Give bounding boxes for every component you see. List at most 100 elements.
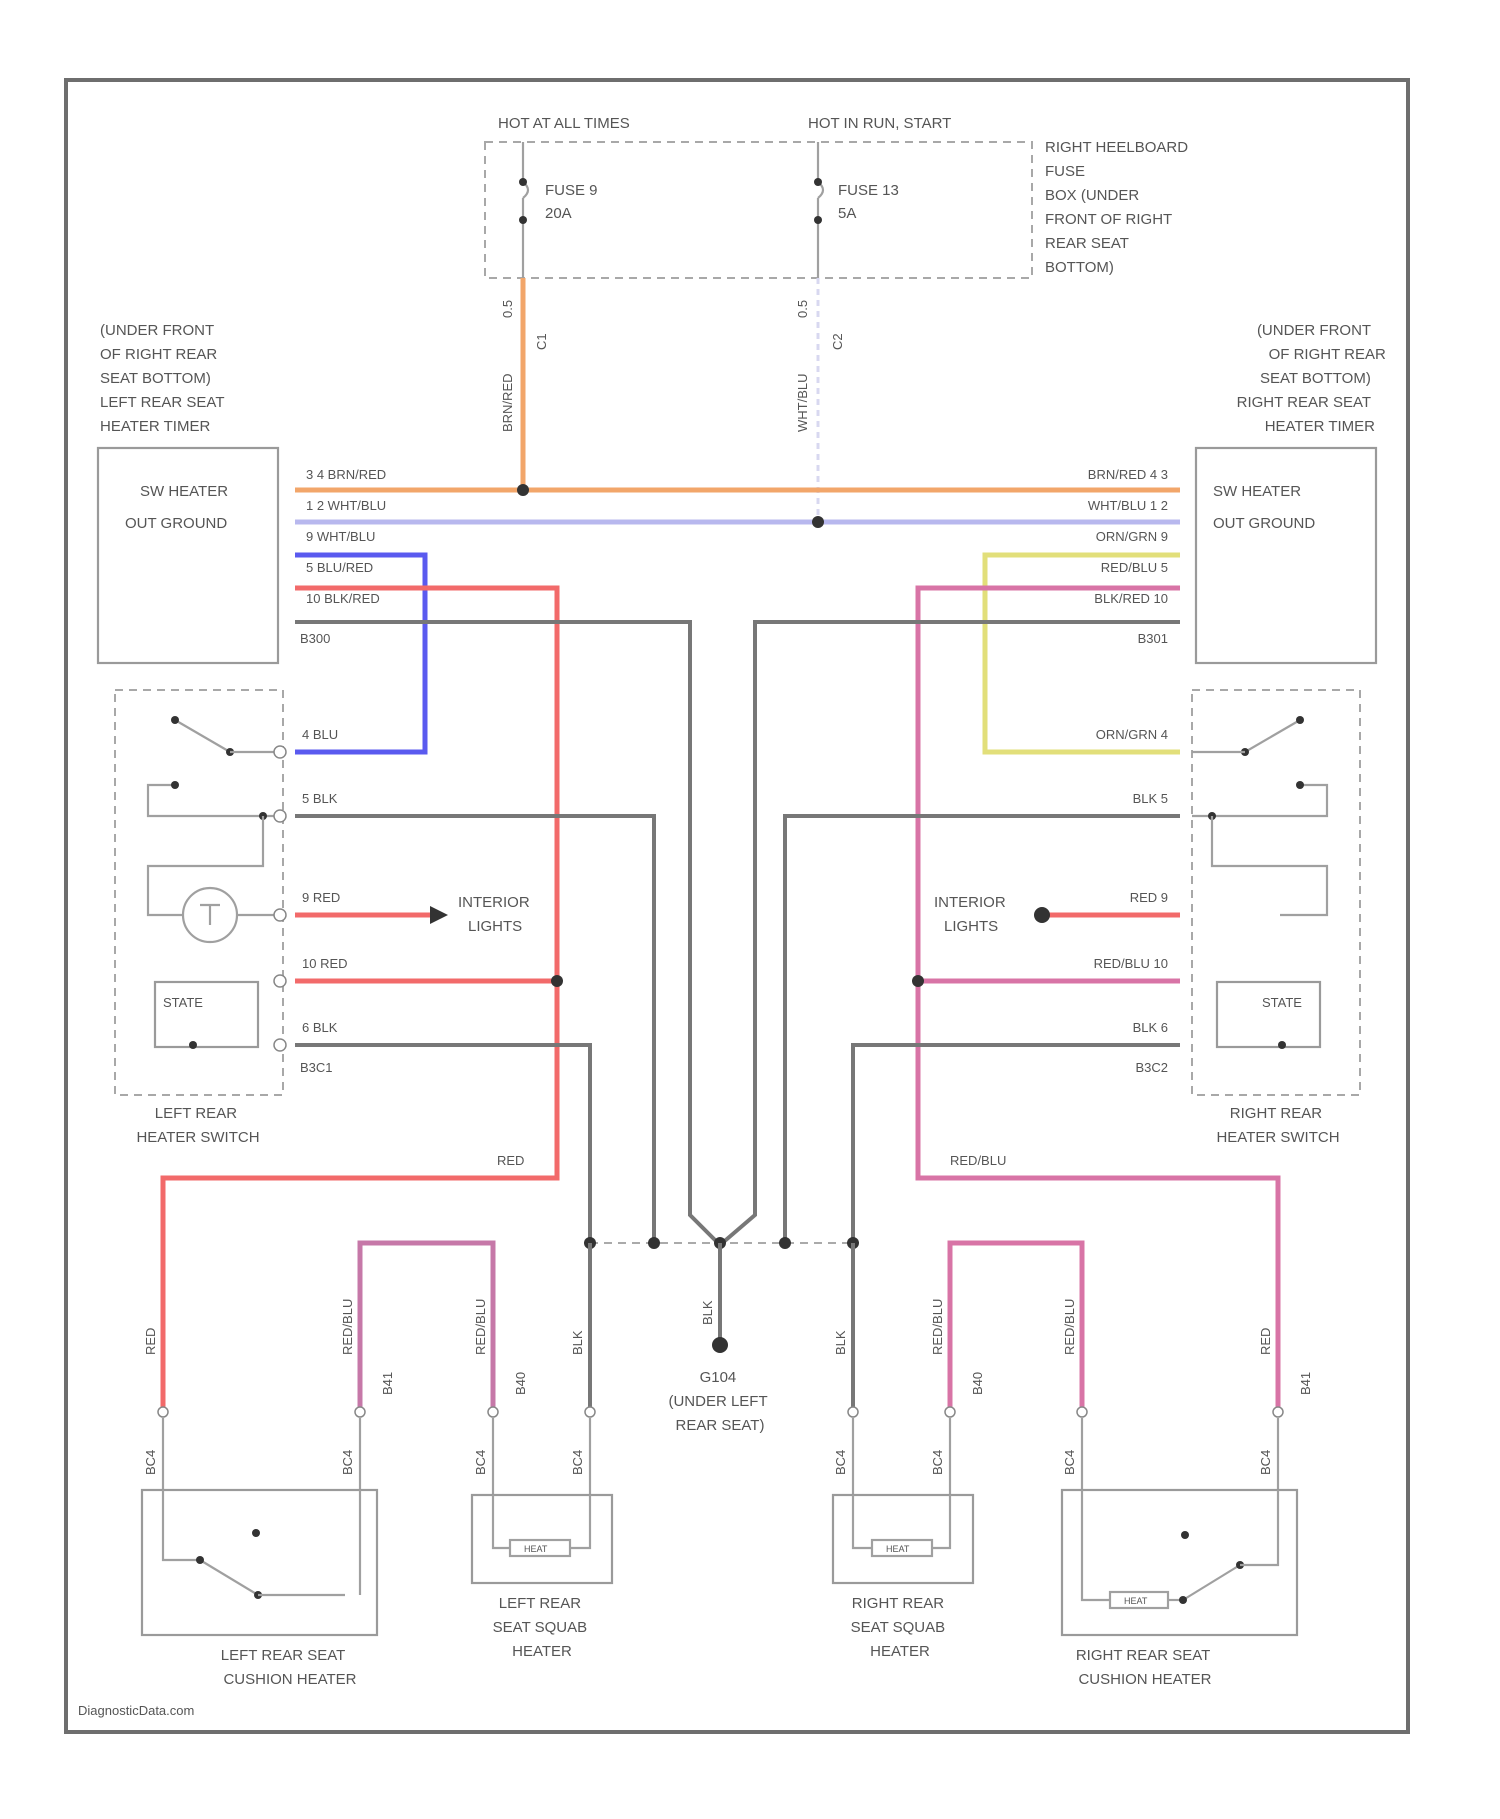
fuse13-rating: 5A [838, 205, 856, 222]
left-switch-state-box [155, 982, 258, 1047]
svg-text:HEAT: HEAT [524, 1544, 548, 1554]
right-timer-box [1196, 448, 1376, 663]
svg-text:BC4: BC4 [1062, 1450, 1077, 1475]
fuse13-label: FUSE 13 [838, 182, 899, 199]
left-timer-ground: OUT GROUND [125, 515, 227, 532]
splice-brn-red [517, 484, 529, 496]
left-timer-wire1: 3 4 BRN/RED [306, 467, 386, 482]
right-rear-seat-squab-heater: HEAT RIGHT REAR SEAT SQUAB HEATER [833, 1495, 973, 1660]
svg-text:RED/BLU: RED/BLU [930, 1299, 945, 1355]
splice-wht-blu [812, 516, 824, 528]
feed-right-pin: C2 [830, 333, 845, 350]
left-timer-box [98, 448, 278, 663]
feed-left-color: BRN/RED [500, 373, 515, 432]
left-heater-switch: STATE 4 BLU 5 BLK 9 RED 10 RED 6 BLK B3C… [115, 690, 534, 1146]
watermark: DiagnosticData.com [78, 1703, 194, 1718]
right-interior-lights: INTERIOR LIGHTS [934, 894, 1010, 935]
svg-text:B40: B40 [970, 1372, 985, 1395]
svg-text:BLK: BLK [833, 1330, 848, 1355]
left-squab-heater-name: LEFT REAR SEAT SQUAB HEATER [493, 1595, 592, 1660]
feed-left-pin: C1 [534, 333, 549, 350]
svg-text:BLK: BLK [570, 1330, 585, 1355]
right-timer-wire1: BRN/RED 4 3 [1088, 467, 1168, 482]
right-switch-w4: ORN/GRN 4 [1096, 727, 1168, 742]
right-rear-seat-cushion-heater: HEAT RIGHT REAR SEAT CUSHION HEATER [1062, 1490, 1297, 1688]
svg-text:BC4: BC4 [1258, 1450, 1273, 1475]
svg-text:BC4: BC4 [833, 1450, 848, 1475]
left-switch-w4: 4 BLU [302, 727, 338, 742]
left-timer-location: (UNDER FRONT OF RIGHT REAR SEAT BOTTOM) … [100, 322, 228, 435]
svg-text:RED/BLU: RED/BLU [340, 1299, 355, 1355]
left-cushion-heater-name: LEFT REAR SEAT CUSHION HEATER [221, 1647, 357, 1688]
left-switch-connector: B3C1 [300, 1060, 333, 1075]
right-timer-sw: SW HEATER [1213, 483, 1301, 500]
diagram-frame [66, 80, 1408, 1732]
right-timer-wire2: WHT/BLU 1 2 [1088, 498, 1168, 513]
left-switch-w10: 10 RED [302, 956, 348, 971]
left-switch-w9: 9 RED [302, 890, 340, 905]
right-timer-wire5: BLK/RED 10 [1094, 591, 1168, 606]
right-heater-switch: STATE ORN/GRN 4 BLK 5 RED 9 RED/BLU 10 B… [934, 690, 1360, 1146]
right-timer-ground: OUT GROUND [1213, 515, 1315, 532]
left-switch-state: STATE [163, 995, 203, 1010]
right-switch-state: STATE [1262, 995, 1302, 1010]
svg-text:BC4: BC4 [930, 1450, 945, 1475]
right-cushion-switch-icon [1183, 1565, 1240, 1600]
svg-text:B41: B41 [1298, 1372, 1313, 1395]
left-red-label: RED [497, 1153, 524, 1168]
hot-run-start-label: HOT IN RUN, START [808, 115, 951, 132]
left-switch-w6: 6 BLK [302, 1020, 338, 1035]
left-cushion-switch-icon [200, 1560, 258, 1595]
wire-red-blu-right [918, 588, 1278, 1408]
left-timer-sw: SW HEATER [140, 483, 228, 500]
right-switch-w10: RED/BLU 10 [1094, 956, 1168, 971]
svg-text:BC4: BC4 [473, 1450, 488, 1475]
right-cushion-heater-name: RIGHT REAR SEAT CUSHION HEATER [1076, 1647, 1214, 1688]
svg-text:RED/BLU: RED/BLU [473, 1299, 488, 1355]
ground-name: G104 (UNDER LEFT REAR SEAT) [668, 1369, 771, 1434]
right-red-blu-label: RED/BLU [950, 1153, 1006, 1168]
fuse9-rating: 20A [545, 205, 572, 222]
svg-text:B41: B41 [380, 1372, 395, 1395]
ground-g104-icon [712, 1337, 728, 1353]
svg-text:HEAT: HEAT [1124, 1596, 1148, 1606]
left-switch-name: LEFT REAR HEATER SWITCH [136, 1105, 259, 1146]
left-interior-lights: INTERIOR LIGHTS [458, 894, 534, 935]
left-switch-w5: 5 BLK [302, 791, 338, 806]
arrow-left-interior [430, 906, 448, 924]
left-rear-seat-squab-heater: HEAT LEFT REAR SEAT SQUAB HEATER [472, 1495, 612, 1660]
right-squab-heater-name: RIGHT REAR SEAT SQUAB HEATER [851, 1595, 950, 1660]
wire-blk-right-sw6 [853, 1045, 1180, 1243]
left-timer-wire5: 10 BLK/RED [306, 591, 380, 606]
left-timer-wire3: 9 WHT/BLU [306, 529, 375, 544]
right-switch-state-box [1217, 982, 1320, 1047]
left-timer-wire2: 1 2 WHT/BLU [306, 498, 386, 513]
fuse-box-location: RIGHT HEELBOARD FUSE BOX (UNDER FRONT OF… [1045, 139, 1192, 276]
svg-text:RED: RED [1258, 1328, 1273, 1355]
right-timer-location: (UNDER FRONT OF RIGHT REAR SEAT BOTTOM) … [1237, 322, 1390, 435]
left-timer-connector: B300 [300, 631, 330, 646]
right-timer-connector: B301 [1138, 631, 1168, 646]
right-switch-w9: RED 9 [1130, 890, 1168, 905]
right-switch-name: RIGHT REAR HEATER SWITCH [1216, 1105, 1339, 1146]
svg-text:B40: B40 [513, 1372, 528, 1395]
svg-text:HEAT: HEAT [886, 1544, 910, 1554]
wire-blk-left-sw6 [295, 1045, 590, 1243]
svg-text:RED/BLU: RED/BLU [1062, 1299, 1077, 1355]
left-timer-wire4: 5 BLU/RED [306, 560, 373, 575]
right-switch-w6: BLK 6 [1133, 1020, 1168, 1035]
wire-blu-left [295, 555, 425, 752]
svg-text:BC4: BC4 [340, 1450, 355, 1475]
svg-text:BC4: BC4 [143, 1450, 158, 1475]
ground-wire-label: BLK [700, 1300, 715, 1325]
right-switch-w5: BLK 5 [1133, 791, 1168, 806]
left-red-heater-label: RED [143, 1328, 158, 1355]
right-timer-wire4: RED/BLU 5 [1101, 560, 1168, 575]
right-switch-connector: B3C2 [1135, 1060, 1168, 1075]
right-timer-wire3: ORN/GRN 9 [1096, 529, 1168, 544]
svg-text:BC4: BC4 [570, 1450, 585, 1475]
fuse9-label: FUSE 9 [545, 182, 598, 199]
left-rear-seat-cushion-heater: LEFT REAR SEAT CUSHION HEATER [142, 1490, 377, 1688]
